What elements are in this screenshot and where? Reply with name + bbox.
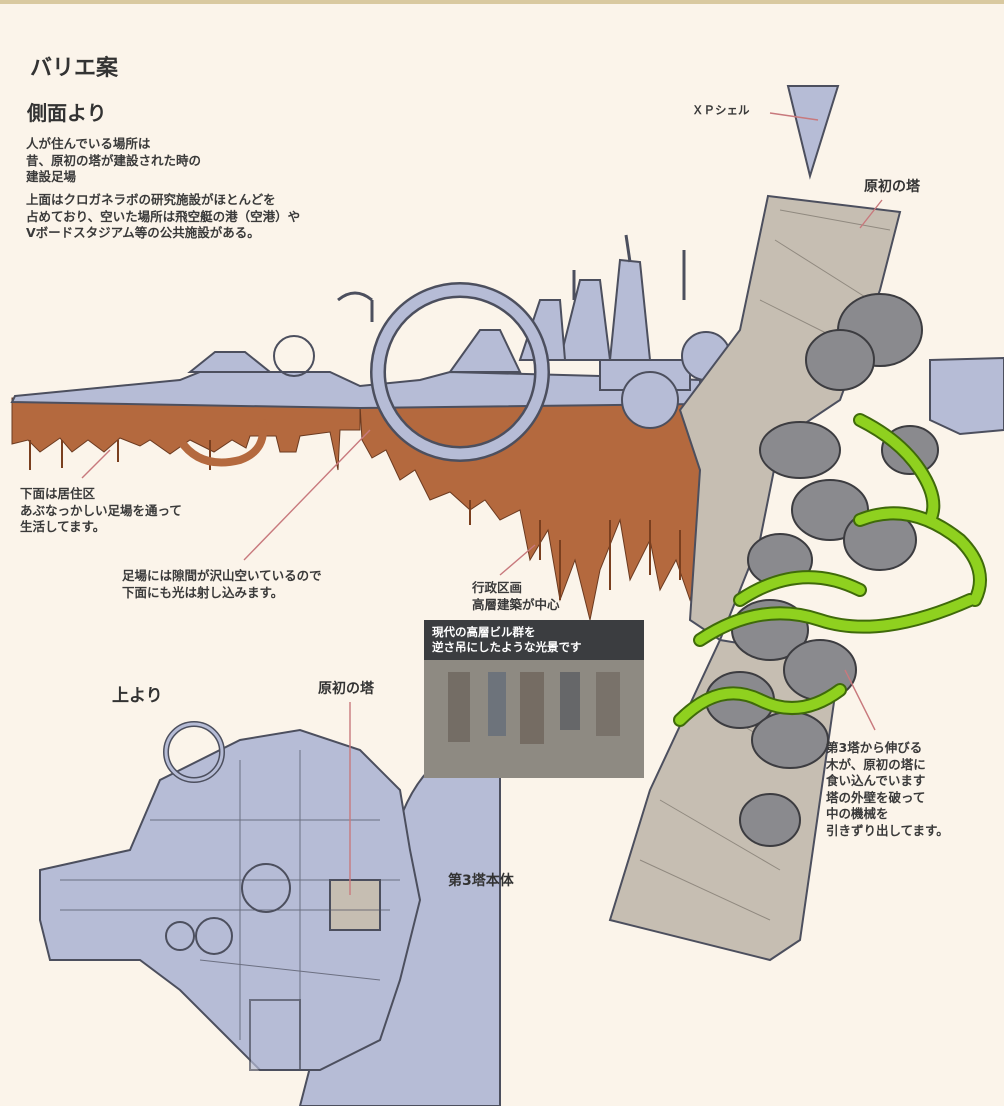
side-view-heading: 側面より	[27, 100, 107, 126]
xp-shell-shape	[788, 86, 838, 176]
reference-photo-caption: 現代の高層ビル群を 逆さ吊にしたような光景です	[432, 625, 582, 655]
side-view-note-upper-surface: 上面はクロガネラボの研究施設がほとんどを 占めており、空いた場所は飛空艇の港（空…	[26, 192, 300, 242]
xp-shell-label: ＸＰシェル	[692, 103, 750, 118]
page-title: バリエ案	[30, 54, 118, 83]
light-gap-note: 足場には隙間が沢山空いているので 下面にも光は射し込みます。	[122, 568, 322, 601]
top-view-structure	[40, 730, 420, 1070]
residential-area-note: 下面は居住区 あぶなっかしい足場を通って 生活してます。	[20, 486, 182, 536]
primordial-tower-label-top: 原初の塔	[318, 680, 374, 698]
administrative-district-note: 行政区画 高層建築が中心	[472, 580, 560, 613]
side-view-note-residence: 人が住んでいる場所は 昔、原初の塔が建設された時の 建設足場	[26, 136, 201, 186]
third-tower-body-label: 第3塔本体	[448, 872, 514, 890]
top-view-heading: 上より	[112, 685, 163, 707]
tree-intrusion-note: 第3塔から伸びる 木が、原初の塔に 食い込んでいます 塔の外壁を破って 中の機械…	[826, 740, 949, 839]
primordial-tower-label-side: 原初の塔	[864, 178, 920, 196]
